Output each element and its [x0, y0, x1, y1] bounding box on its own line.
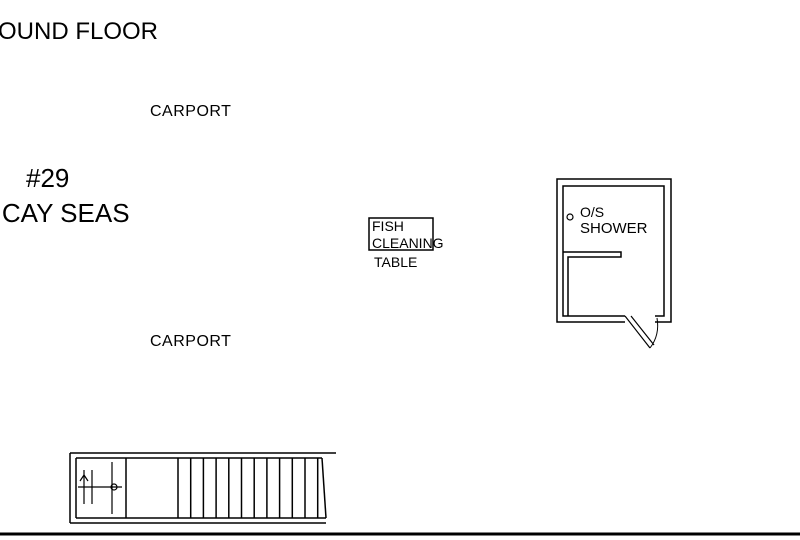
stair-up-arrow-icon — [78, 462, 122, 514]
staircase — [69, 452, 336, 524]
shower-label-line2: SHOWER — [580, 220, 648, 237]
fish-cleaning-table — [368, 217, 434, 251]
fish-table-label-line1: FISH — [372, 218, 404, 234]
shower-label-line1: O/S — [580, 204, 605, 220]
shower-head-icon — [566, 213, 574, 221]
outdoor-shower-enclosure — [556, 178, 672, 349]
drawing-title: OUND FLOOR — [0, 18, 159, 45]
carport-label-upper: CARPORT — [150, 103, 232, 120]
lot-number: #29 — [26, 163, 70, 193]
property-name: ) CAY SEAS — [1, 198, 130, 228]
carport-label-lower: CARPORT — [150, 333, 232, 350]
fish-table-label-line3: TABLE — [374, 254, 418, 270]
fish-table-label-line2: CLEANING — [372, 235, 444, 251]
